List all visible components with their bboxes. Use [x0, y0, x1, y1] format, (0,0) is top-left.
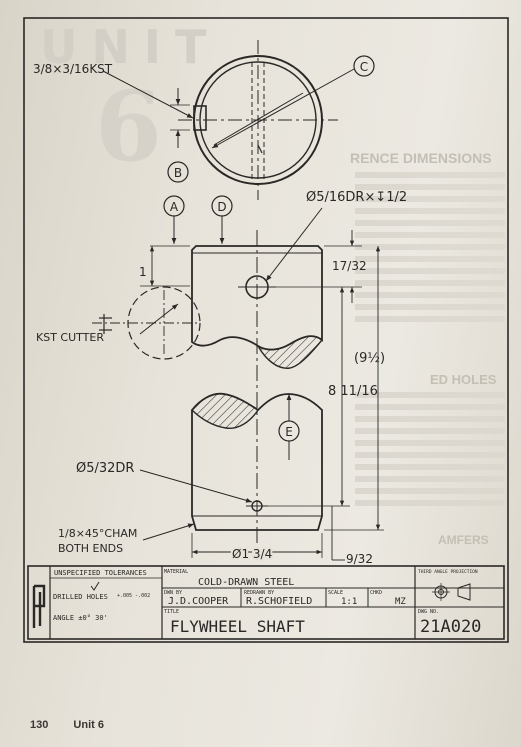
dimension-diameter — [191, 533, 323, 558]
dimension-8-11-16-text: 8 11/16 — [328, 384, 378, 399]
callout-e-label: E — [285, 425, 293, 439]
callout-a-d: A D — [150, 195, 233, 247]
material-value: COLD-DRAWN STEEL — [198, 577, 294, 588]
drilled-holes-tolerance: +.005 -.002 — [117, 593, 150, 599]
chamfer-note-line1: 1/8×45°CHAM — [58, 527, 137, 540]
callout-a-label: A — [170, 200, 179, 214]
checked-label: CHKD — [370, 590, 382, 596]
drawing-title: FLYWHEEL SHAFT — [170, 617, 305, 636]
shaft-front-view — [191, 230, 323, 560]
drilled-holes-label: DRILLED HOLES — [53, 593, 108, 601]
background-heading: AMFERS — [438, 533, 489, 547]
callout-e: E — [278, 394, 300, 460]
scale-value: 1:1 — [341, 597, 357, 607]
title-label: TITLE — [164, 609, 179, 615]
background-text-lines — [355, 392, 505, 512]
callout-c-label: C — [360, 60, 368, 74]
keyseat-dimension-text: 3/8×3/16KST — [33, 62, 113, 76]
scale-label: SCALE — [328, 590, 343, 596]
dimension-diameter-text: Ø1 3/4 — [232, 547, 272, 561]
drawing-border — [23, 17, 509, 643]
redrawn-by-label: REDRAWN BY — [244, 590, 274, 596]
end-view — [178, 40, 338, 200]
title-block — [27, 565, 505, 640]
chamfer-note-line2: BOTH ENDS — [58, 542, 123, 555]
dimension-overall — [324, 246, 384, 531]
drill-note-bottom: Ø5/32DR — [76, 461, 134, 476]
drill-note-top: Ø5/16DR×↧1/2 — [306, 190, 407, 205]
dimension-9-32 — [331, 506, 345, 561]
callout-c: C — [211, 55, 375, 149]
dimension-1-text: 1 — [139, 265, 147, 279]
title-block-text: UNSPECIFIED TOLERANCES DRILLED HOLES +.0… — [53, 569, 481, 637]
callout-b: B — [167, 88, 190, 183]
unspecified-tolerances-label: UNSPECIFIED TOLERANCES — [54, 569, 147, 577]
unit-number-watermark: 6 — [95, 70, 162, 183]
unit-label: Unit 6 — [73, 719, 104, 731]
drawing-number-label: DWG NO. — [418, 609, 439, 615]
background-heading: ED HOLES — [430, 372, 497, 387]
kst-cutter-label: KST CUTTER — [36, 331, 104, 344]
callout-b-label: B — [174, 166, 182, 180]
dimension-overall-text: (9½) — [354, 351, 385, 366]
dimension-1 — [140, 246, 190, 287]
dimension-9-32-text: 9/32 — [346, 552, 373, 566]
drawn-by-value: J.D.COOPER — [168, 596, 229, 607]
checked-value: MZ — [395, 597, 406, 607]
angle-tolerance: ANGLE ±0° 30' — [53, 614, 108, 622]
dimension-17-32 — [270, 230, 362, 303]
drawing-number: 21A020 — [420, 617, 481, 637]
dimension-8-11-16 — [262, 287, 350, 507]
page-footer: 130 Unit 6 — [30, 719, 126, 731]
projection-label: THIRD ANGLE PROJECTION — [418, 569, 478, 575]
page-number: 130 — [30, 719, 49, 731]
unit-heading-watermark: UNIT — [40, 20, 221, 74]
background-heading: RENCE DIMENSIONS — [350, 150, 492, 166]
background-text-lines — [355, 172, 505, 328]
drawn-by-label: DWN BY — [164, 590, 182, 596]
callout-d-label: D — [217, 200, 226, 214]
keyseat-cutter — [92, 286, 201, 360]
keyseat-note: 3/8×3/16KST — [33, 62, 194, 119]
material-label: MATERIAL — [164, 569, 188, 575]
dimension-17-32-text: 17/32 — [332, 259, 367, 273]
redrawn-by-value: R.SCHOFIELD — [246, 596, 312, 607]
